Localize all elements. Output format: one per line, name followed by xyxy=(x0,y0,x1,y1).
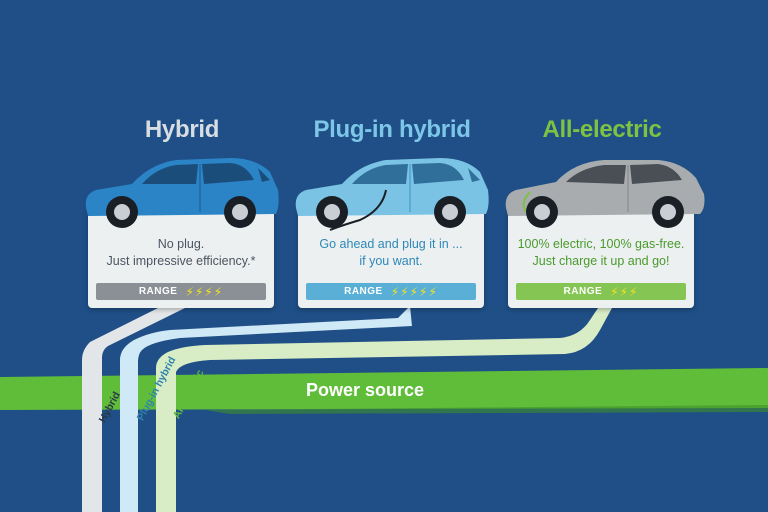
plugin-hybrid-title: Plug-in hybrid xyxy=(313,116,471,143)
hybrid-desc-line1: No plug. xyxy=(157,237,205,251)
plugin-desc-line2: if you want. xyxy=(359,254,423,268)
range-bolt-icons: ⚡⚡⚡⚡⚡ xyxy=(390,284,438,299)
plugin-desc-line1: Go ahead and plug it in ... xyxy=(319,237,463,251)
range-label: RANGE xyxy=(563,286,603,297)
power-source-band xyxy=(0,368,768,410)
hybrid-range-bar: RANGE ⚡⚡⚡⚡ xyxy=(96,283,266,300)
hybrid-car-icon xyxy=(85,158,279,228)
power-source-label: Power source xyxy=(306,380,425,400)
plugin-range-bar: RANGE ⚡⚡⚡⚡⚡ xyxy=(306,283,476,300)
electric-range-bar: RANGE ⚡⚡⚡ xyxy=(516,283,686,300)
hybrid-desc-line2: Just impressive efficiency.* xyxy=(106,254,256,268)
electric-desc-line1: 100% electric, 100% gas-free. xyxy=(517,237,685,251)
hybrid-stripe xyxy=(82,308,185,512)
plugin-stripe xyxy=(120,306,412,512)
hybrid-description: No plug. Just impressive efficiency.* xyxy=(88,236,274,270)
range-label: RANGE xyxy=(344,286,383,297)
electric-stripe xyxy=(156,308,612,512)
plugin-hybrid-car-icon xyxy=(295,158,489,231)
range-label: RANGE xyxy=(138,286,178,297)
all-electric-title: All-electric xyxy=(542,116,662,143)
power-source-band-shadow xyxy=(205,405,768,414)
electric-description: 100% electric, 100% gas-free. Just charg… xyxy=(508,236,694,270)
range-bolt-icons: ⚡⚡⚡ xyxy=(610,284,639,299)
plugin-description: Go ahead and plug it in ... if you want. xyxy=(298,236,484,270)
range-bolt-icons: ⚡⚡⚡⚡ xyxy=(185,284,224,299)
hybrid-title: Hybrid xyxy=(144,116,220,143)
all-electric-car-icon xyxy=(505,160,705,228)
electric-desc-line2: Just charge it up and go! xyxy=(532,254,670,268)
